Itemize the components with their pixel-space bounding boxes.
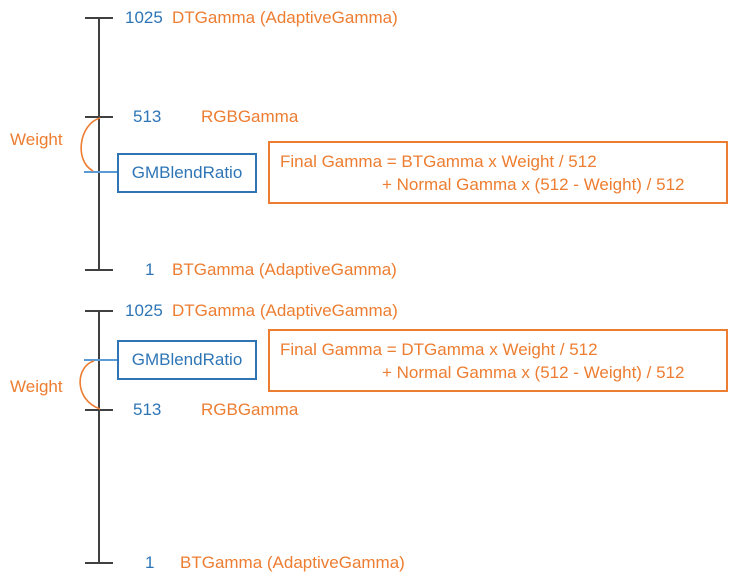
bottom-weight-label: Weight	[10, 377, 63, 396]
bottom-gm-blend-ratio-label: GMBlendRatio	[131, 350, 243, 369]
bottom-tick-1-value: 1	[145, 553, 155, 572]
top-tick-1025-label: DTGamma (AdaptiveGamma)	[172, 8, 398, 27]
bottom-tick-513-label: RGBGamma	[201, 400, 299, 419]
bottom-formula-box: Final Gamma = DTGamma x Weight / 512 + N…	[268, 329, 728, 392]
bottom-tick-513-value: 513	[133, 400, 162, 419]
bottom-formula-line2: + Normal Gamma x (512 - Weight) / 512	[382, 363, 685, 382]
bottom-tick-1-label: BTGamma (AdaptiveGamma)	[180, 553, 405, 572]
top-tick-blend-ratio	[84, 171, 118, 173]
top-formula-box: Final Gamma = BTGamma x Weight / 512 + N…	[268, 141, 728, 204]
top-scale-axis-line	[98, 18, 100, 271]
top-gm-blend-ratio-box: GMBlendRatio	[117, 153, 257, 193]
top-formula-line2: + Normal Gamma x (512 - Weight) / 512	[382, 175, 685, 194]
top-tick-513-value: 513	[133, 107, 162, 126]
bottom-tick-1025-value: 1025	[125, 301, 163, 320]
bottom-scale-axis-line	[98, 311, 100, 564]
bottom-gm-blend-ratio-box: GMBlendRatio	[117, 340, 257, 380]
bottom-tick-1	[85, 562, 113, 564]
top-tick-1-value: 1	[145, 260, 155, 279]
top-tick-1	[85, 269, 113, 271]
bottom-formula-line1: Final Gamma = DTGamma x Weight / 512	[280, 340, 598, 359]
top-weight-label: Weight	[10, 130, 63, 149]
top-tick-513	[85, 116, 113, 118]
top-tick-1-label: BTGamma (AdaptiveGamma)	[172, 260, 397, 279]
bottom-tick-blend-ratio	[84, 359, 118, 361]
bottom-tick-1025	[85, 310, 113, 312]
top-tick-1025	[85, 17, 113, 19]
top-tick-513-label: RGBGamma	[201, 107, 299, 126]
bottom-tick-513	[85, 409, 113, 411]
bottom-tick-1025-label: DTGamma (AdaptiveGamma)	[172, 301, 398, 320]
top-formula-line1: Final Gamma = BTGamma x Weight / 512	[280, 152, 597, 171]
top-gm-blend-ratio-label: GMBlendRatio	[131, 163, 243, 182]
top-tick-1025-value: 1025	[125, 8, 163, 27]
